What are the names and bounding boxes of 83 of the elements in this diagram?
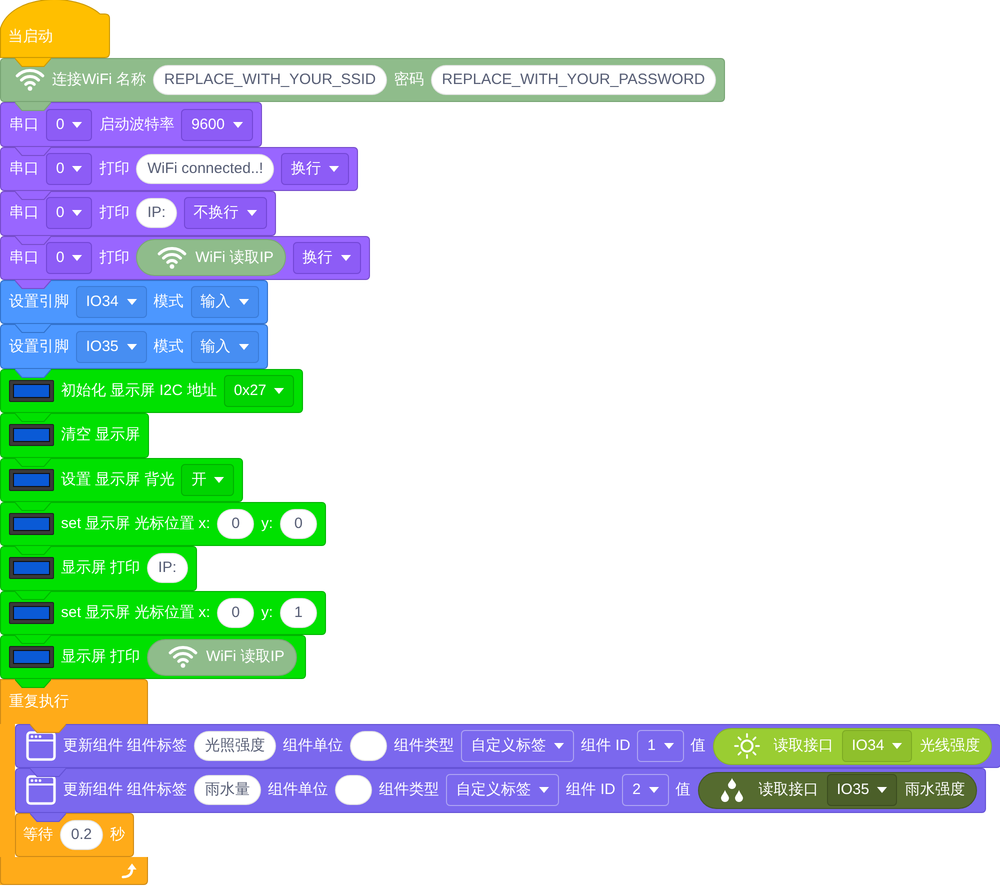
block-label: 组件单位 (268, 780, 328, 800)
block-label: 设置引脚 (9, 336, 69, 357)
reporter-block (698, 772, 978, 809)
input-field: 雨水量 (194, 775, 262, 806)
block-label: WiFi 读取IP (195, 248, 274, 268)
input-field: 1 (280, 598, 317, 628)
block-label: 设置 显示屏 背光 (61, 470, 174, 490)
input-field: 0 (217, 509, 254, 540)
input-field (335, 775, 372, 806)
block-label: 显示屏 打印 (61, 647, 140, 668)
block-label: 串口 (9, 158, 39, 179)
block-label: 打印 (99, 248, 130, 268)
input-field: WiFi connected..! (136, 154, 274, 184)
dropdown: 开 (181, 464, 234, 496)
block-label: 组件 ID (566, 780, 616, 800)
block-label: 打印 (99, 158, 130, 179)
dropdown: IO35 (76, 330, 147, 363)
block-label: 组件类型 (379, 780, 440, 800)
block-label: 串口 (9, 203, 39, 224)
block-label: 值 (676, 780, 691, 800)
input-field: 0.2 (60, 820, 103, 850)
block-label: 清空 显示屏 (61, 425, 140, 446)
block-label: 串口 (9, 248, 39, 268)
block-label: 读取接口 (774, 736, 834, 756)
block-label: 密码 (394, 70, 424, 90)
input-field: 0 (217, 598, 254, 628)
dropdown: 0 (46, 152, 92, 185)
input-field (350, 731, 388, 762)
block-label: 初始化 显示屏 I2C 地址 (61, 380, 217, 401)
block-label: 秒 (110, 824, 125, 845)
dropdown: 输入 (190, 330, 259, 363)
dropdown: 0 (46, 108, 92, 141)
block-label: 组件 ID (581, 736, 630, 756)
dropdown: IO34 (76, 286, 147, 318)
input-field: 光照强度 (194, 731, 276, 762)
block-label: 打印 (99, 203, 130, 224)
input-field: REPLACE_WITH_YOUR_SSID (153, 65, 387, 96)
dropdown: 9600 (181, 108, 253, 141)
block-label: 等待 (23, 824, 53, 845)
block-label: 连接WiFi 名称 (52, 70, 146, 90)
block-label: y: (261, 602, 273, 623)
reporter-block (147, 638, 296, 676)
input-field: 0 (280, 509, 317, 540)
dropdown: 换行 (292, 242, 361, 274)
block-label: 重复执行 (9, 692, 69, 712)
block-label: 光线强度 (920, 736, 980, 756)
reporter-block (136, 239, 286, 276)
block-label: WiFi 读取IP (206, 647, 284, 668)
block-label: 值 (690, 736, 706, 756)
block-label: 设置引脚 (9, 292, 69, 312)
block-label: 启动波特率 (99, 114, 174, 135)
dropdown: 2 (622, 774, 669, 806)
dropdown: 自定义标签 (446, 774, 560, 806)
block-label: 当启动 (8, 27, 53, 47)
block-label: 显示屏 打印 (61, 558, 140, 578)
dropdown: 输入 (190, 286, 259, 318)
block-label: 模式 (154, 336, 184, 357)
dropdown: 自定义标签 (461, 730, 574, 762)
loop-block (0, 679, 1000, 886)
block-label: 串口 (9, 114, 39, 135)
dropdown: 0 (46, 197, 92, 230)
dropdown: IO35 (826, 774, 898, 806)
dropdown: 不换行 (184, 197, 267, 230)
reporter-block (712, 728, 992, 765)
block-label: 组件类型 (394, 736, 454, 756)
input-field: IP: (136, 198, 177, 228)
dropdown: 0 (46, 242, 92, 274)
dropdown: 0x27 (224, 374, 294, 407)
input-field: REPLACE_WITH_YOUR_PASSWORD (430, 65, 716, 96)
block-label: 更新组件 组件标签 (63, 780, 188, 800)
block-label: 组件单位 (283, 736, 344, 756)
block-label: 读取接口 (758, 780, 819, 800)
command-block (15, 812, 134, 858)
input-field: IP: (147, 553, 188, 584)
dropdown: 换行 (281, 152, 350, 185)
dropdown: IO34 (842, 730, 912, 762)
block-label: 模式 (154, 292, 184, 312)
block-label: set 显示屏 光标位置 x: (61, 602, 210, 623)
block-label: 雨水强度 (905, 780, 966, 800)
block-label: set 显示屏 光标位置 x: (61, 514, 210, 534)
block-label: y: (261, 514, 273, 534)
dropdown: 1 (637, 730, 684, 762)
block-label: 更新组件 组件标签 (63, 736, 188, 756)
